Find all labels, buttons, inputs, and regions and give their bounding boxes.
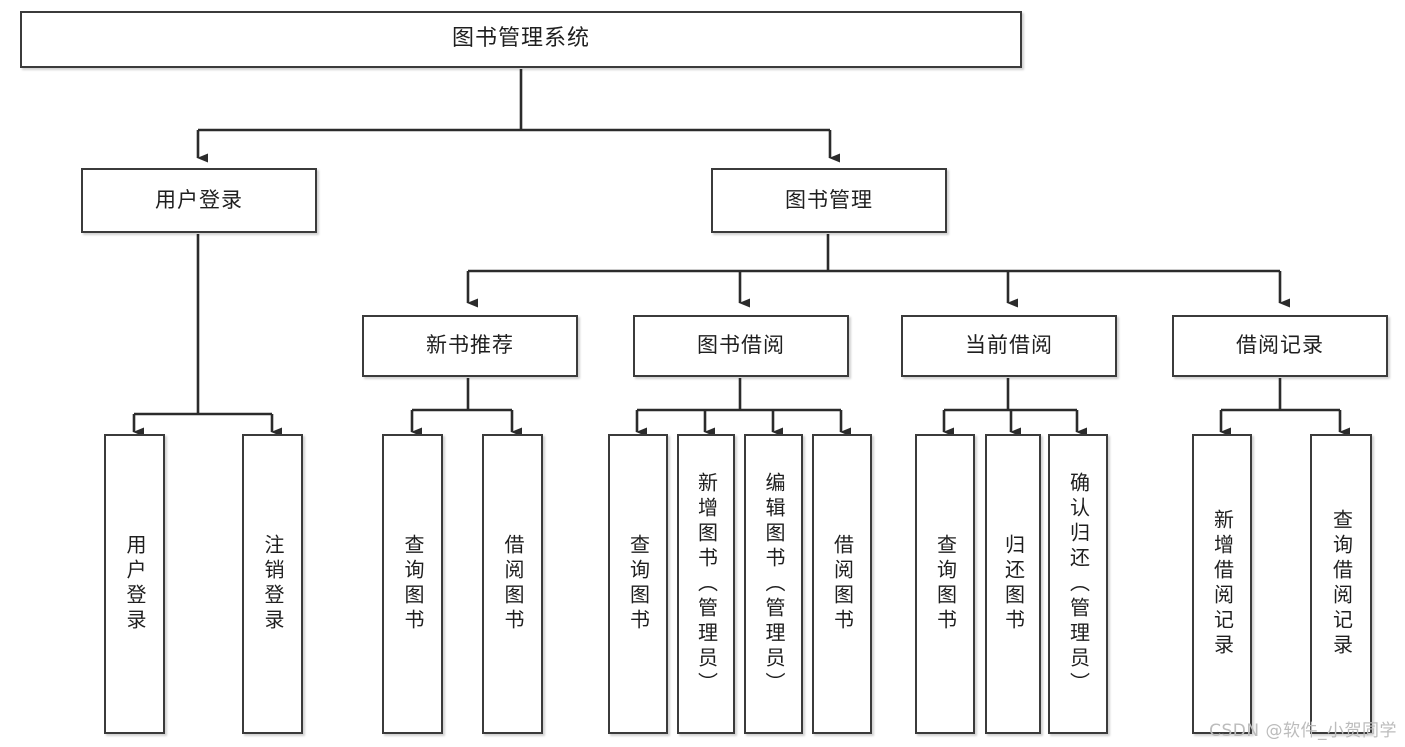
leaf-label: 查询图书 bbox=[626, 534, 651, 634]
node-current-borrow[interactable]: 当前借阅 bbox=[901, 315, 1117, 377]
node-user-login[interactable]: 用户登录 bbox=[81, 168, 317, 233]
node-borrow-record[interactable]: 借阅记录 bbox=[1172, 315, 1388, 377]
node-new-book-recommend[interactable]: 新书推荐 bbox=[362, 315, 578, 377]
leaf-label: 编辑图书（管理员） bbox=[762, 471, 786, 697]
leaf-current-borrow-query[interactable]: 查询图书 bbox=[915, 434, 975, 734]
node-root-system[interactable]: 图书管理系统 bbox=[20, 11, 1022, 68]
leaf-current-borrow-confirm[interactable]: 确认归还（管理员） bbox=[1048, 434, 1108, 734]
leaf-label: 查询图书 bbox=[401, 534, 425, 634]
leaf-label: 查询借阅记录 bbox=[1329, 509, 1354, 659]
leaf-label: 借阅图书 bbox=[830, 534, 855, 634]
node-book-management[interactable]: 图书管理 bbox=[711, 168, 947, 233]
leaf-label: 注销登录 bbox=[261, 534, 285, 634]
leaf-current-borrow-return[interactable]: 归还图书 bbox=[985, 434, 1041, 734]
leaf-new-book-query[interactable]: 查询图书 bbox=[382, 434, 443, 734]
leaf-book-borrow-lend[interactable]: 借阅图书 bbox=[812, 434, 872, 734]
csdn-watermark: CSDN @软件_小贺同学 bbox=[1209, 721, 1397, 741]
leaf-label: 用户登录 bbox=[123, 534, 147, 634]
leaf-user-login-logout[interactable]: 注销登录 bbox=[242, 434, 303, 734]
leaf-borrow-record-add[interactable]: 新增借阅记录 bbox=[1192, 434, 1252, 734]
leaf-new-book-borrow[interactable]: 借阅图书 bbox=[482, 434, 543, 734]
leaf-label: 新增图书（管理员） bbox=[694, 471, 719, 697]
leaf-book-borrow-query[interactable]: 查询图书 bbox=[608, 434, 668, 734]
leaf-label: 借阅图书 bbox=[501, 534, 525, 634]
leaf-label: 查询图书 bbox=[933, 534, 958, 634]
leaf-user-login-login[interactable]: 用户登录 bbox=[104, 434, 165, 734]
node-book-borrow[interactable]: 图书借阅 bbox=[633, 315, 849, 377]
leaf-borrow-record-query[interactable]: 查询借阅记录 bbox=[1310, 434, 1372, 734]
leaf-label: 确认归还（管理员） bbox=[1066, 471, 1091, 697]
leaf-label: 新增借阅记录 bbox=[1210, 509, 1235, 659]
leaf-label: 归还图书 bbox=[1001, 534, 1026, 634]
leaf-book-borrow-edit[interactable]: 编辑图书（管理员） bbox=[744, 434, 803, 734]
leaf-book-borrow-add[interactable]: 新增图书（管理员） bbox=[677, 434, 735, 734]
